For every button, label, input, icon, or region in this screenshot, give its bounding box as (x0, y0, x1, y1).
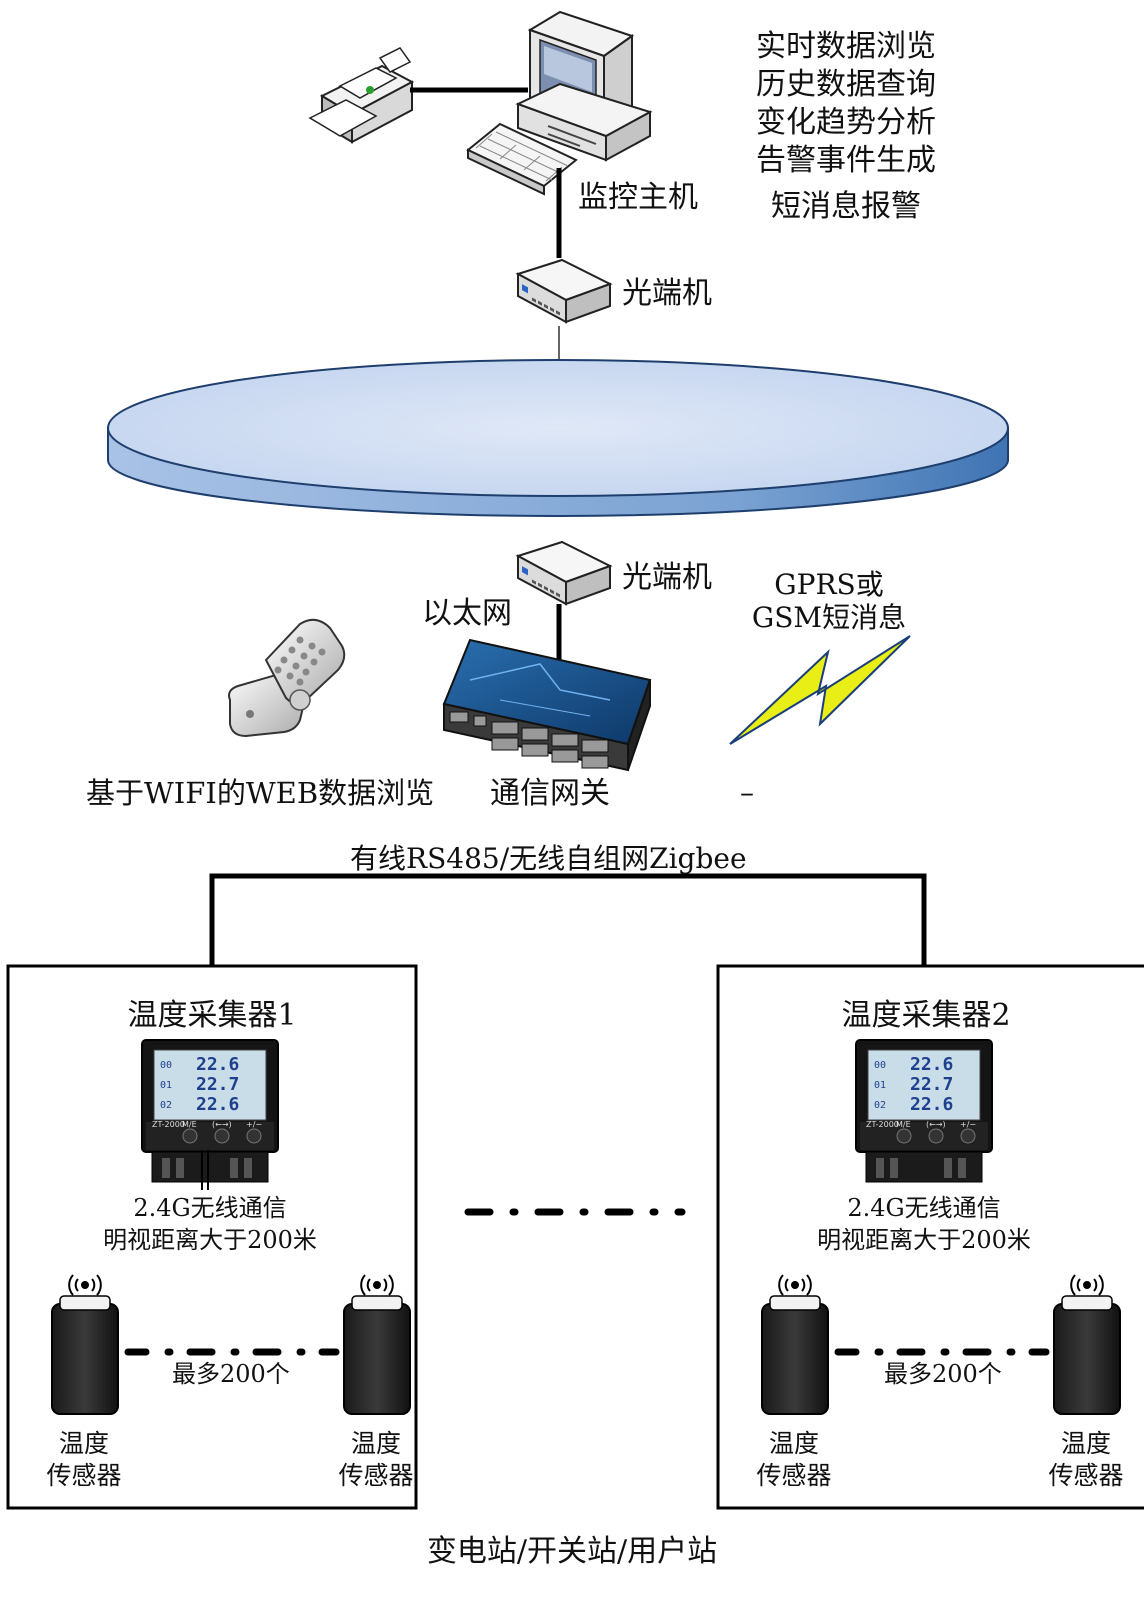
feature-list: 实时数据浏览 历史数据查询 变化趋势分析 告警事件生成 短消息报警 (756, 28, 936, 226)
screen-value: 22.7 (910, 1074, 953, 1095)
sensor-label-line2: 传感器 (1048, 1461, 1124, 1490)
wireless-lightning-icon (729, 635, 911, 745)
collector-box-1 (6, 964, 418, 1510)
feature-item: 实时数据浏览 (756, 29, 936, 64)
device-button-labels: ZT-2000 M/E (←→) +/− (866, 1120, 976, 1129)
wireless-signal-icon (778, 1274, 812, 1296)
wireless-note-line1: 2.4G无线通信 (847, 1194, 1001, 1222)
temperature-sensor-icon (51, 1295, 119, 1415)
wireless-signal-icon (1070, 1274, 1104, 1296)
device-model: ZT-2000 (866, 1120, 899, 1129)
field-bus-line (209, 873, 927, 966)
sensor-label-line2: 传感器 (46, 1461, 122, 1490)
collector-title: 温度采集器2 (841, 998, 1011, 1033)
screen-channel: 01 (160, 1080, 172, 1091)
gprs-label: GPRS或 GSM短消息 (744, 568, 914, 634)
gateway-device-icon (442, 638, 652, 772)
device-screen: 00 22.6 01 22.7 02 22.6 (160, 1054, 239, 1115)
dash-label: – (740, 776, 754, 809)
temperature-sensor-icon (1053, 1295, 1121, 1415)
feature-item: 告警事件生成 (756, 143, 936, 178)
collector-device-icon (855, 1039, 993, 1183)
screen-channel: 00 (160, 1060, 172, 1071)
fiber-ring-network (107, 359, 1009, 517)
collector-box-2 (716, 964, 1144, 1510)
sensor-label: 温度 传感器 (326, 1428, 426, 1492)
feature-item: 变化趋势分析 (756, 105, 936, 140)
sensor-label: 温度 传感器 (34, 1428, 134, 1492)
wireless-signal-icon (360, 1274, 394, 1296)
wireless-signal-icon (68, 1274, 102, 1296)
feature-item: 短消息报警 (771, 189, 921, 224)
bus-label: 有线RS485/无线自组网Zigbee (350, 842, 747, 875)
max-sensors-label: 最多200个 (884, 1360, 1002, 1388)
device-model: ZT-2000 (152, 1120, 185, 1129)
keyboard-icon (466, 122, 578, 196)
screen-value: 22.6 (910, 1054, 953, 1075)
screen-channel: 02 (160, 1100, 172, 1111)
gateway-label: 通信网关 (490, 776, 610, 811)
sensor-label-line1: 温度 (1060, 1429, 1111, 1458)
optical-bottom-label: 光端机 (622, 560, 712, 595)
mobile-phone-icon (228, 618, 346, 738)
collector-title: 温度采集器1 (127, 998, 297, 1033)
wireless-note: 2.4G无线通信 明视距离大于200米 (60, 1192, 360, 1256)
wireless-note-line2: 明视距离大于200米 (817, 1226, 1031, 1254)
feature-item: 历史数据查询 (756, 67, 936, 102)
wifi-label: 基于WIFI的WEB数据浏览 (86, 776, 435, 810)
wireless-note: 2.4G无线通信 明视距离大于200米 (774, 1192, 1074, 1256)
screen-channel: 00 (874, 1060, 886, 1071)
device-button-labels: ZT-2000 M/E (←→) +/− (152, 1120, 262, 1129)
sensor-label-line1: 温度 (58, 1429, 109, 1458)
wireless-note-line2: 明视距离大于200米 (103, 1226, 317, 1254)
sensor-label-line1: 温度 (768, 1429, 819, 1458)
gprs-label-line1: GPRS或 (774, 568, 884, 601)
screen-value: 22.6 (196, 1054, 239, 1075)
device-button-label: +/− (960, 1120, 976, 1129)
temperature-sensor-icon (761, 1295, 829, 1415)
temperature-sensor-icon (343, 1295, 411, 1415)
sensor-label: 温度 传感器 (744, 1428, 844, 1492)
device-button-label: M/E (182, 1120, 197, 1129)
device-button-label: +/− (246, 1120, 262, 1129)
sensor-label-line2: 传感器 (338, 1461, 414, 1490)
screen-value: 22.6 (196, 1094, 239, 1115)
optical-top-label: 光端机 (622, 276, 712, 311)
collector-device-icon (141, 1039, 279, 1190)
optical-terminal-icon (515, 540, 613, 606)
screen-value: 22.7 (196, 1074, 239, 1095)
screen-channel: 02 (874, 1100, 886, 1111)
sensor-label-line1: 温度 (350, 1429, 401, 1458)
wireless-note-line1: 2.4G无线通信 (133, 1194, 287, 1222)
device-button-label: (←→) (926, 1120, 946, 1129)
printer-icon (308, 47, 415, 144)
sensor-label: 温度 传感器 (1036, 1428, 1136, 1492)
device-button-label: M/E (896, 1120, 911, 1129)
ethernet-label: 以太网 (422, 596, 512, 631)
device-screen: 00 22.6 01 22.7 02 22.6 (874, 1054, 953, 1115)
optical-terminal-icon (515, 258, 613, 324)
computer-icon (515, 10, 653, 162)
gprs-label-line2: GSM短消息 (751, 601, 907, 635)
screen-channel: 01 (874, 1080, 886, 1091)
host-label: 监控主机 (578, 180, 698, 215)
device-button-label: (←→) (212, 1120, 232, 1129)
site-label: 变电站/开关站/用户站 (426, 1534, 718, 1569)
sensor-label-line2: 传感器 (756, 1461, 832, 1490)
screen-value: 22.6 (910, 1094, 953, 1115)
max-sensors-label: 最多200个 (172, 1360, 290, 1388)
